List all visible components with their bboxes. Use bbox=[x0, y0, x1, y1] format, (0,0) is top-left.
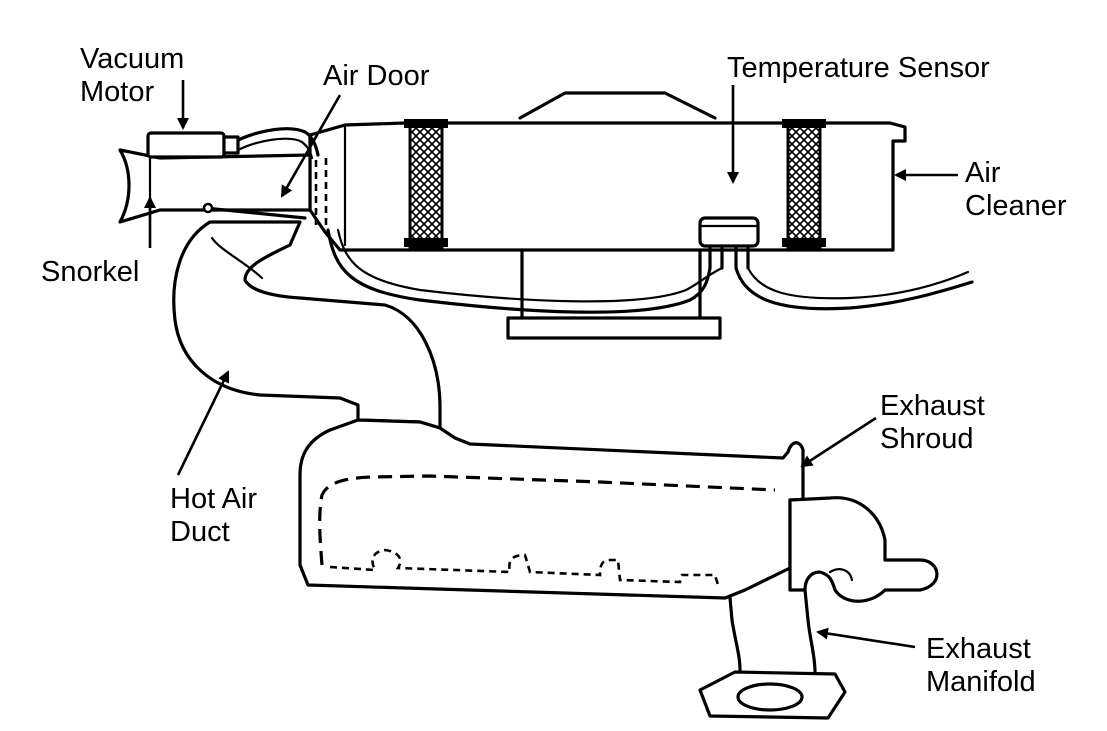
label-exhaust-shroud-line1: Exhaust bbox=[880, 390, 985, 422]
temperature-sensor bbox=[698, 216, 760, 270]
air-cleaner-lid-dome bbox=[518, 91, 717, 120]
label-air-cleaner-line1: Air bbox=[965, 157, 1001, 189]
vacuum-hose-left bbox=[326, 228, 712, 314]
label-hot-air-duct-line2: Duct bbox=[170, 516, 230, 548]
manifold-outlet-right bbox=[788, 496, 939, 603]
label-air-door-text: Air Door bbox=[323, 60, 430, 92]
label-air-door: Air Door bbox=[323, 60, 429, 93]
label-temperature-sensor-text: Temperature Sensor bbox=[727, 52, 990, 84]
label-exhaust-manifold-line1: Exhaust bbox=[926, 633, 1031, 665]
vacuum-hose-right bbox=[734, 266, 974, 311]
label-exhaust-manifold-line2: Manifold bbox=[926, 666, 1036, 698]
snorkel bbox=[118, 148, 312, 224]
air-cleaner-base bbox=[506, 248, 722, 340]
label-air-cleaner-line2: Cleaner bbox=[965, 190, 1067, 222]
hot-air-duct bbox=[172, 220, 442, 430]
label-temperature-sensor: Temperature Sensor bbox=[727, 52, 990, 85]
label-hot-air-duct: Hot Air Duct bbox=[170, 483, 257, 549]
exhaust-manifold-arrow bbox=[816, 627, 916, 649]
filter-element-right bbox=[786, 122, 822, 249]
exhaust-shroud-arrow bbox=[800, 416, 877, 468]
label-hot-air-duct-line1: Hot Air bbox=[170, 483, 258, 515]
vacuum-motor bbox=[146, 127, 320, 160]
label-vacuum-motor: Vacuum Motor bbox=[80, 43, 184, 109]
label-vacuum-motor-line1: Vacuum bbox=[80, 43, 185, 75]
hot-air-duct-arrow bbox=[176, 370, 230, 476]
air-cleaner-housing bbox=[308, 119, 907, 252]
label-exhaust-manifold: Exhaust Manifold bbox=[926, 633, 1036, 699]
manifold-flange bbox=[698, 588, 847, 720]
label-exhaust-shroud-line2: Shroud bbox=[880, 423, 974, 455]
filter-element-left bbox=[408, 122, 444, 249]
air-door bbox=[203, 206, 307, 220]
exhaust-shroud bbox=[298, 418, 805, 600]
label-snorkel-text: Snorkel bbox=[41, 256, 140, 288]
label-vacuum-motor-line2: Motor bbox=[80, 76, 155, 108]
label-snorkel: Snorkel bbox=[41, 256, 139, 289]
label-air-cleaner: Air Cleaner bbox=[965, 157, 1067, 223]
air-door-arrow bbox=[280, 94, 342, 198]
label-exhaust-shroud: Exhaust Shroud bbox=[880, 390, 985, 456]
